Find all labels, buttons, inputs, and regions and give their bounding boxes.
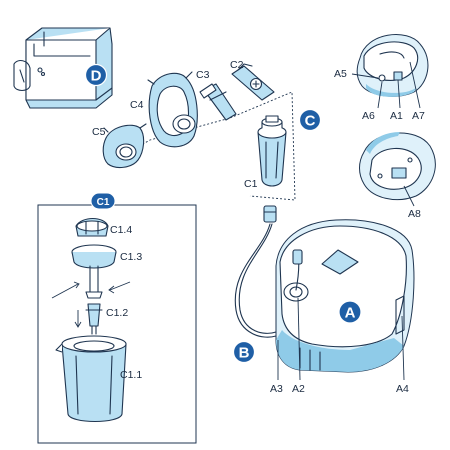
badge-B: B [232, 340, 256, 364]
nebulizer-baffle-illustration [71, 244, 117, 299]
label-A7: A7 [412, 110, 425, 122]
badge-C: C [298, 108, 322, 132]
nebulizer-cup-illustration [55, 335, 127, 422]
badge-C-text: C [305, 113, 316, 130]
badge-A-text: A [345, 305, 356, 322]
mouthpiece-illustration [199, 83, 237, 121]
label-C1-2: C1.2 [106, 307, 128, 319]
label-C1: C1 [244, 178, 258, 190]
child-mask-illustration [102, 123, 147, 169]
label-C4: C4 [130, 99, 144, 111]
label-A2: A2 [292, 383, 305, 395]
label-A1: A1 [390, 110, 403, 122]
label-C5: C5 [92, 126, 106, 138]
compressor-unit-illustration [275, 219, 415, 373]
label-A8: A8 [408, 208, 421, 220]
air-tube-illustration [234, 205, 303, 338]
badge-D-text: D [91, 68, 102, 85]
label-C1-1: C1.1 [120, 369, 142, 381]
label-A3: A3 [270, 383, 283, 395]
label-C1-4: C1.4 [110, 224, 132, 236]
nebulizer-cap-illustration [75, 217, 109, 237]
compressor-bottom-view-illustration [359, 132, 436, 200]
nebulizer-nozzle-illustration [85, 303, 103, 335]
badge-D: D [84, 63, 108, 87]
carry-bag-illustration [13, 27, 113, 109]
badge-A: A [338, 300, 362, 324]
label-A4: A4 [396, 383, 409, 395]
label-C2: C2 [230, 59, 244, 71]
nebulizer-kit-exploded-frame [37, 204, 197, 444]
badge-B-text: B [239, 345, 250, 362]
label-C3: C3 [196, 69, 210, 81]
adult-mask-illustration [147, 71, 198, 148]
label-A6: A6 [362, 110, 375, 122]
accessories-group-boundary [117, 91, 296, 201]
compressor-top-view-illustration [356, 34, 429, 97]
badge-C1: C1 [90, 192, 116, 210]
nose-piece-illustration [231, 63, 275, 101]
label-C1-3: C1.3 [120, 251, 142, 263]
nebulizer-kit-illustration [257, 115, 287, 187]
badge-C1-text: C1 [97, 197, 110, 208]
label-A5: A5 [334, 68, 347, 80]
